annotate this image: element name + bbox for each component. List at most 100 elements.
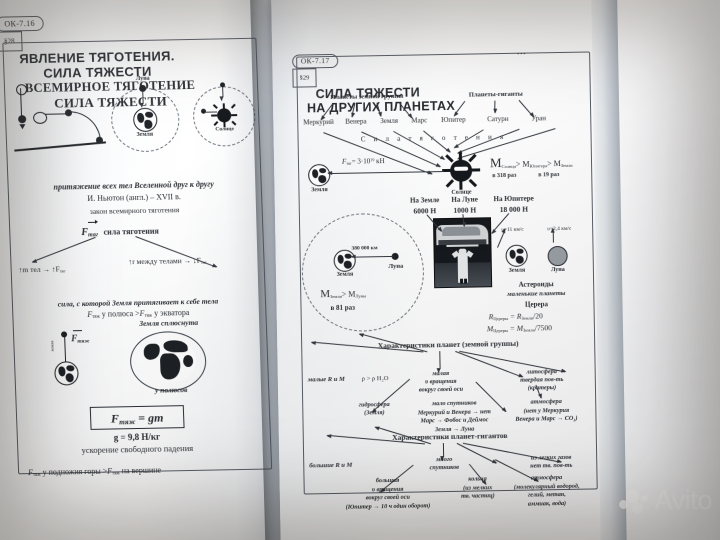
weight-moon-value: 1000 Н [453,205,477,215]
earth-left-label: Земля [311,187,328,194]
ceres-radius-eq: = R [509,311,522,321]
heading-arrow-6 [494,100,496,113]
avito-wordmark: Avito [654,485,712,515]
sun-force-exponent: 19 [370,157,375,163]
branch-right-sub: тяг [200,259,207,265]
flattened-earth-bottom-label: у полюсов [154,385,188,395]
formula-symbol: F [110,411,120,426]
mass-note-318: в 318 раз [492,172,517,180]
left-sun-label: Солнце [215,126,235,133]
avito-dots-icon [619,488,649,514]
tc-density: ρ > ρ H₂O [361,375,389,383]
peak-force-sub: тяж [112,471,120,477]
earth-moon-arrowhead-left [350,254,356,259]
earth-radius-sub: Земли [521,315,534,321]
earth-moon-distance-label: 380 000 км [351,245,378,252]
ceres-mass-formula: MЦереры = MЗемли/7500 [487,323,552,333]
tc-atmosphere: атмосфера (нет у Меркурия Венера и Марс … [515,398,578,423]
mass-comparison-row: MСолнца> MЮпитера> MЗемли [490,154,573,171]
earth-side-label: земля [49,340,55,352]
gc-light-gases: из легких газов нет тв. пов-ть [530,453,573,470]
mass-note-19: в 19 раз [538,172,560,179]
planet-uranus: Уран [531,114,547,123]
weight-earth-value: 6000 Н [413,206,437,216]
gc-satellites: много спутников [429,455,460,472]
left-page-content: ОК-7.16 §28 ЯВЛЕНИЕ ТЯГОТЕНИЯ. СИЛА ТЯЖЕ… [0,12,281,487]
gc-atmosphere: атмосфера (молекулярный водород, гелий, … [513,474,580,508]
left-page-code: ОК-7.16 [0,15,44,32]
gc-rotation: большая υ вращения вокруг своей оси (Юпи… [345,476,431,511]
weight-earth-place: На Земле [409,196,440,205]
gc-rings: кольца (из мелких тв. частиц) [461,475,495,500]
planet-venus: Венера [345,117,367,126]
formula-sub: тяж [118,417,136,427]
equator-label: у экватора [153,308,190,318]
orbit-mass-note: в 81 раз [330,303,356,313]
sun-earth-force-arrowhead [327,170,333,175]
orbit-mass-comparison: MЗемли> MЛуны [320,287,366,300]
sun-force-value: = 3·10 [351,157,371,166]
ceres-mass-sub: Цереры [493,328,509,334]
polar-force-sub: тяж [92,314,100,321]
branch-left-sub: тяг [59,268,66,274]
force-vector-caption: сила тяготения [103,226,159,237]
orbit-moon-label: Луна [388,262,404,271]
foot-force-sub: тяж [33,473,41,479]
earth-mass-sub: Земли [522,327,535,333]
formula-expression: = gm [137,410,164,425]
ceres-radius-sub: Цереры [493,316,509,322]
flattened-earth-top-label: Земля сплюснута [139,317,199,328]
foot-comparison: у подножия горы > [42,466,108,477]
small-globe-vector-diagram: земля Fтяж [49,326,117,389]
gravity-vector-label: Fтяж [71,333,90,345]
ceres-radius-div: /20 [533,311,543,321]
branch-label-right: ↑r между телами → ↓Fтяг [128,256,207,267]
branch-left-text: ↑m тел → ↑F [18,264,60,275]
mass-sun-symbol: M [489,155,502,171]
weight-jupiter-place: На Юпитере [493,194,534,204]
left-moon-label: Луна [135,75,150,83]
sun-force-formula: Fтяг= 3·1019 кН [342,157,385,166]
orbit-mass-earth-sub: Земли [330,293,342,300]
tc-rotation: малая υ вращения вокруг своей оси [418,369,464,394]
earth-moon-orbit-diagram: Луна Земля [104,75,189,161]
planet-earth: Земля [380,116,399,126]
peak-label: на вершине [121,465,162,476]
ceres-mass-div: /7500 [534,323,552,333]
projectile-diagram [10,83,111,163]
branch-right-text: ↑r между телами → ↓F [128,255,202,267]
gravity-vector-sub: тяж [77,338,90,345]
weight-moon-place: На Луне [451,195,478,204]
escape-moon-label: Луна [550,266,565,274]
orbit-mass-moon-sub: Луны [355,293,367,299]
tc-hydrosphere: гидросфера (Земля) [358,401,390,417]
tc-lithosphere: литосфера твердая пов-ть (кратеры) [520,368,564,392]
right-page-content: ОК-7.17 §29 ••• СИЛА ТЯЖЕСТИ НА ДРУГИХ П… [292,49,602,510]
orbit-mass-gt: > M [341,289,356,299]
planet-jupiter: Юпитер [441,115,466,125]
ceres-radius-formula: RЦереры = RЗемли/20 [489,311,543,321]
sun-graphic [442,151,481,190]
gc-big-rm: большие R и M [309,461,353,470]
gravity-formula-box: Fтяж = gm [89,405,185,430]
polar-comparison: у полюса > [101,308,140,319]
tc-satellites: мало спутников Меркурий и Венера → нет М… [417,399,491,433]
mass-sun-sub: Солнца [501,163,516,170]
mass-gt-1: > M [515,159,530,169]
left-earth-label: Земля [136,131,154,139]
sun-force-unit: кН [376,157,385,166]
planet-saturn: Сатурн [487,114,509,124]
flattened-earth-diagram: Земля сплюснута у полюсов [115,318,222,398]
mass-earth-sub: Земли [560,162,573,169]
planet-mercury: Меркурий [303,117,334,127]
avito-watermark: Avito [619,485,712,516]
ceres-mass-eq: = M [509,323,524,333]
branch-label-left: ↑m тел → ↑Fтяг [18,264,66,275]
planet-mars: Марс [411,116,428,125]
orbit-mass-earth-symbol: M [320,288,331,301]
weight-jupiter-value: 18 000 Н [499,204,529,215]
escape-moon-arrow [552,228,554,243]
mass-jupiter-sub: Юпитера [529,163,548,169]
orbit-earth-label: Земля [336,271,354,278]
